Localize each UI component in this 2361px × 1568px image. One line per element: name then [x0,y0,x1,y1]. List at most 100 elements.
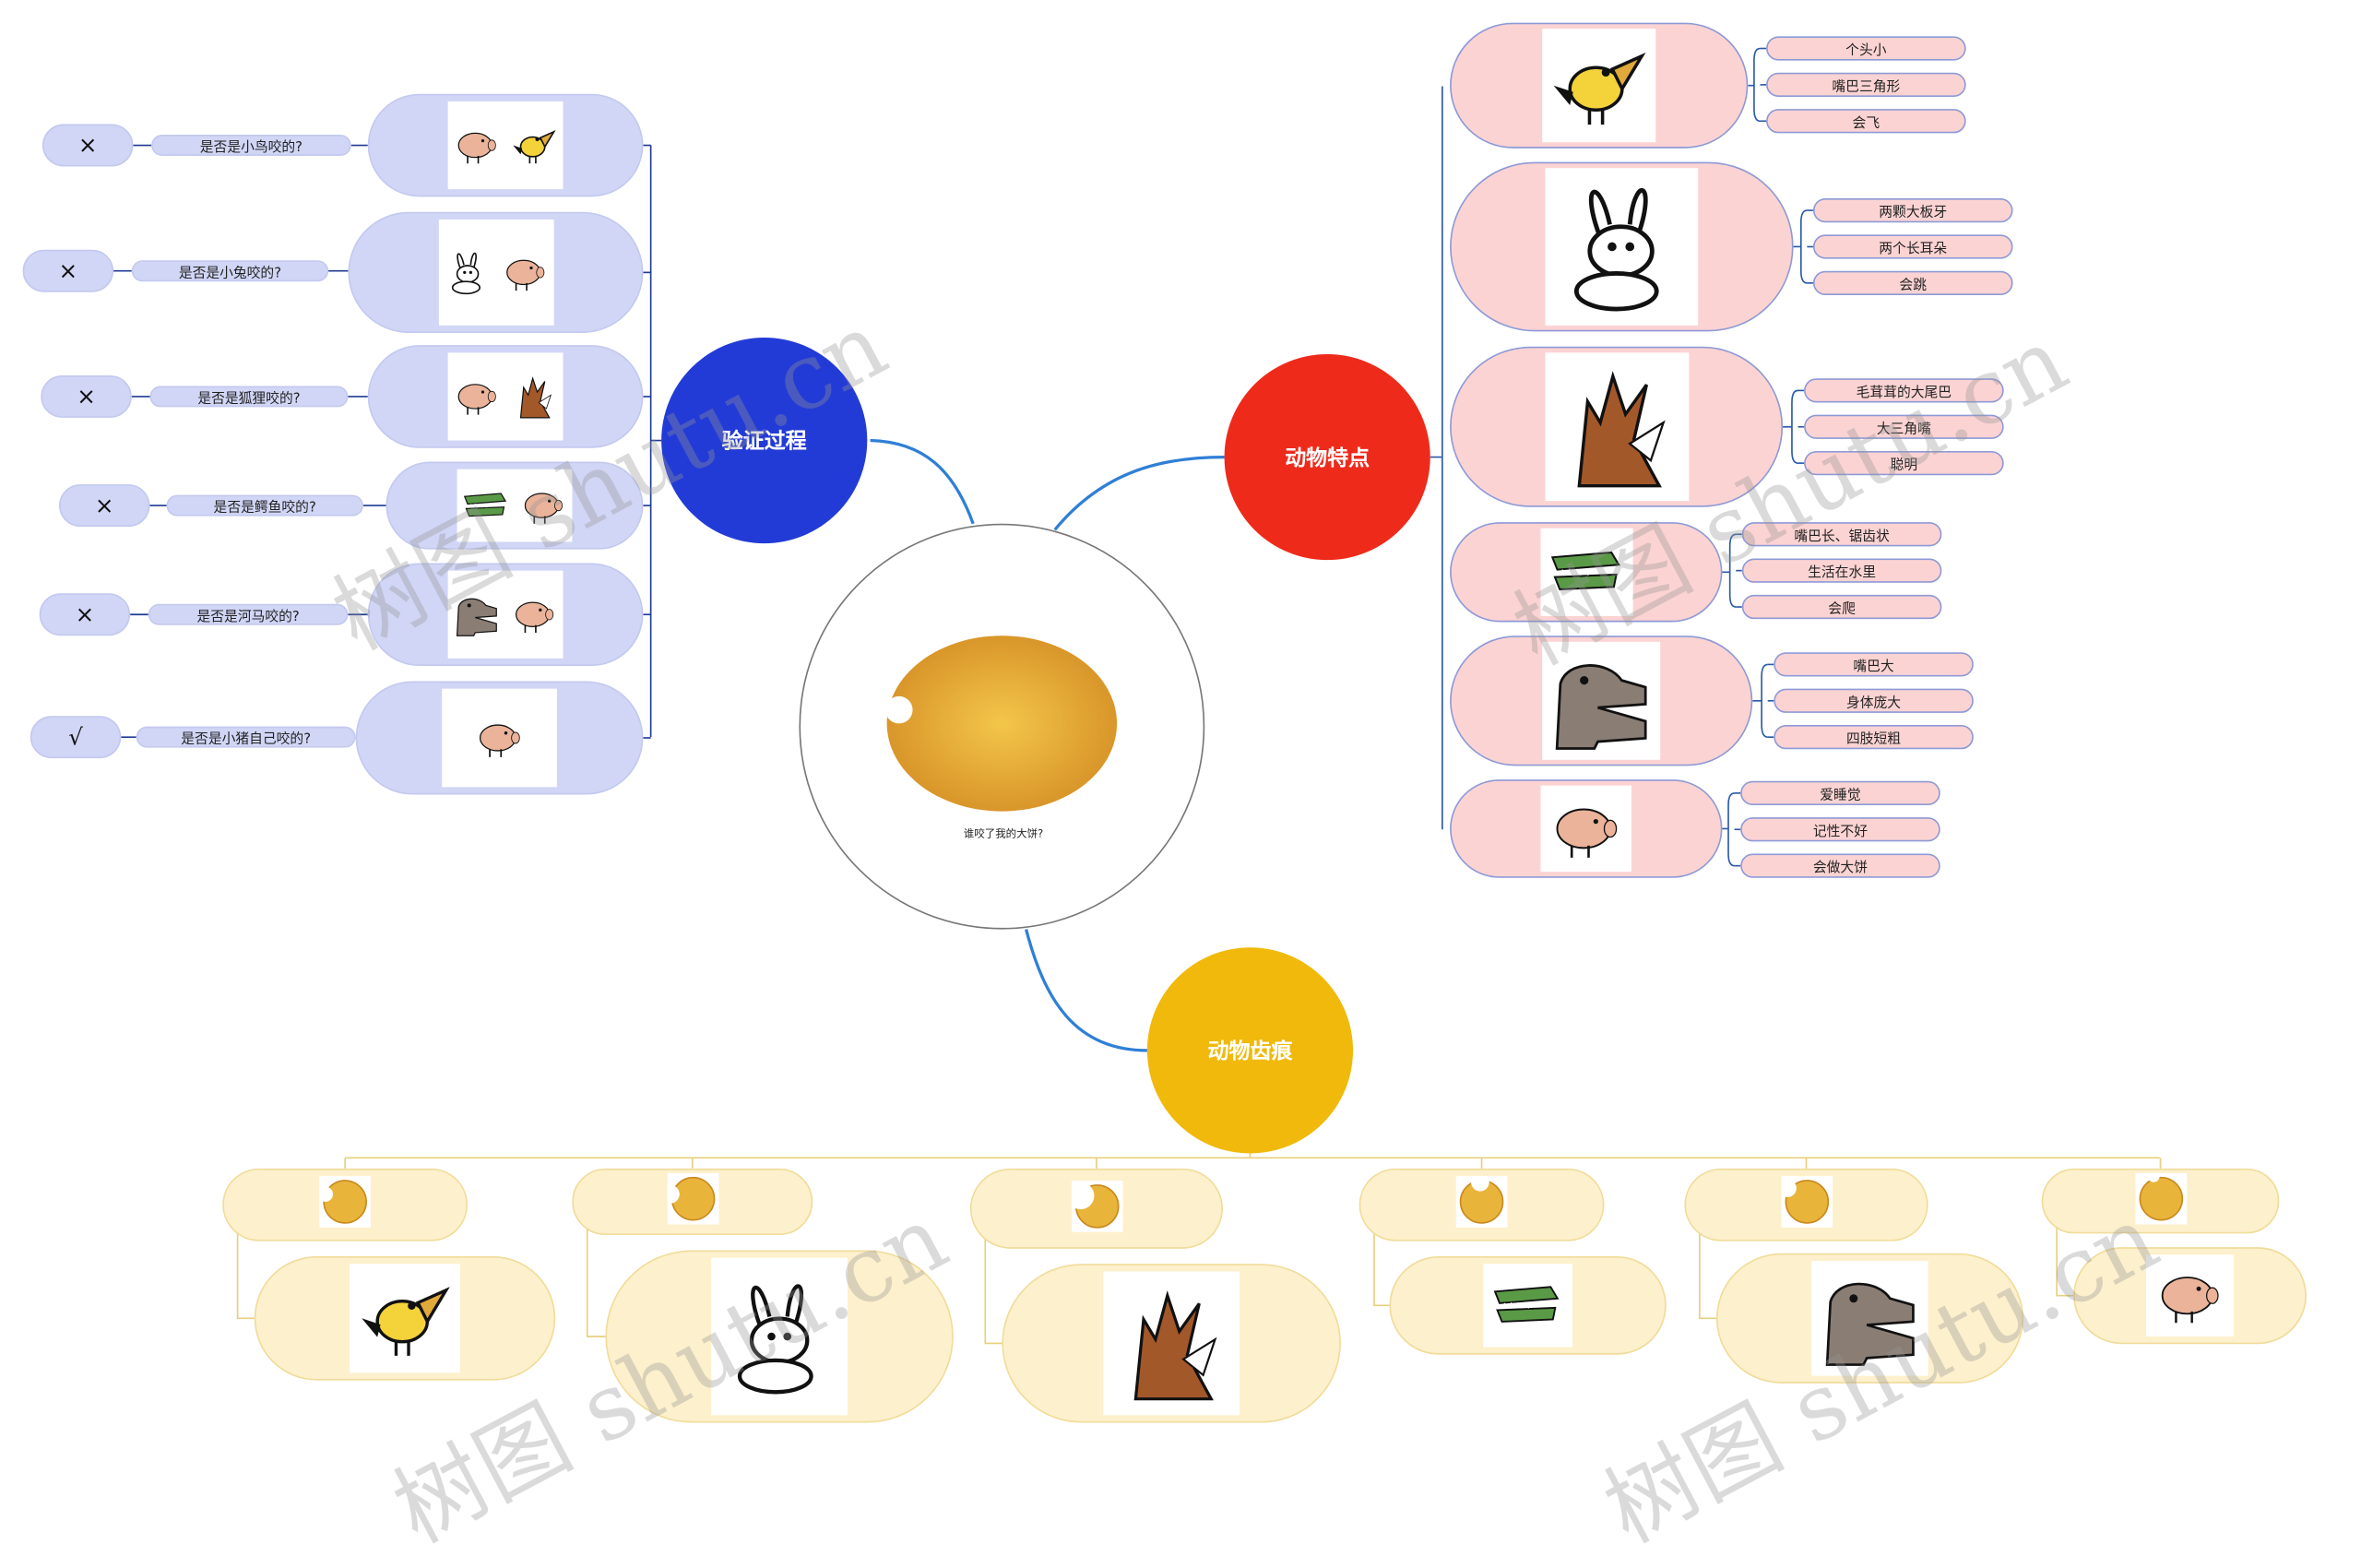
trait-label[interactable]: 嘴巴大 [1774,652,1974,677]
trait-label[interactable]: 生活在水里 [1741,558,1942,583]
verify-image [447,101,564,190]
result-mark[interactable]: × [41,374,132,418]
result-mark[interactable]: √ [30,716,122,759]
connector [1025,929,1147,1052]
fox-icon [505,353,564,439]
pig-icon [2146,1254,2234,1337]
verify-image-node[interactable] [355,681,644,795]
rabbit-icon [711,1257,848,1416]
crocodile-icon [1539,528,1632,616]
question-label[interactable]: 是否是鳄鱼咬的? [166,494,363,517]
connector [649,145,662,738]
trait-label[interactable]: 两个长耳朵 [1812,234,2013,259]
connector [1752,663,1768,738]
bite-mark-node[interactable] [572,1168,813,1236]
pig-icon [495,220,553,325]
trait-label[interactable]: 会做大饼 [1740,853,1940,878]
animal-node[interactable] [1450,346,1784,507]
bird-icon [505,102,564,188]
central-topic[interactable]: 谁咬了我的大饼? [799,523,1205,930]
question-label[interactable]: 是否是狐狸咬的? [149,386,349,408]
connector [2056,1158,2162,1297]
bite-mark-node[interactable] [222,1168,469,1241]
connector [1722,533,1737,608]
result-mark[interactable]: × [39,593,131,636]
trait-label[interactable]: 嘴巴长、锯齿状 [1741,522,1942,547]
trait-label[interactable]: 聪明 [1804,451,2004,476]
verify-image-node[interactable] [367,93,644,197]
question-label[interactable]: 是否是小鸟咬的? [151,135,351,157]
small-round-bite-icon [317,1176,372,1233]
animal-node[interactable] [1450,779,1723,878]
trait-label[interactable]: 两颗大板牙 [1812,197,2013,223]
connector [1722,792,1735,867]
animal-node[interactable] [1450,636,1753,766]
question-label[interactable]: 是否是河马咬的? [148,603,349,625]
bite-animal-node[interactable] [605,1250,954,1423]
trait-label[interactable]: 嘴巴三角形 [1766,72,1966,98]
double-notch-bite-icon [660,1172,718,1230]
bite-mark-node[interactable] [969,1168,1223,1249]
bite-animal-node[interactable] [1715,1253,2024,1384]
result-mark[interactable]: × [42,124,134,167]
tiny-round-bite-icon [2134,1169,2187,1229]
result-mark[interactable]: × [22,249,114,292]
crocodile-icon [457,470,515,540]
hippo-icon [1810,1260,1928,1376]
bite-animal-node[interactable] [254,1256,556,1381]
trait-label[interactable]: 记性不好 [1740,817,1940,842]
verify-image-node[interactable] [386,461,644,550]
result-mark[interactable]: × [58,484,150,528]
verify-image-node[interactable] [348,211,644,334]
trait-label[interactable]: 会爬 [1741,594,1942,620]
rabbit-icon [438,220,496,325]
connector [586,1158,694,1337]
hippo-icon [1542,641,1661,760]
connector [984,1158,1097,1345]
animal-node[interactable] [1450,522,1723,623]
bite-animal-node[interactable] [1389,1256,1667,1355]
trait-label[interactable]: 四肢短粗 [1774,725,1974,750]
branch-bites[interactable]: 动物齿痕 [1146,947,1354,1154]
pig-icon [469,690,530,786]
triangle-bite-icon [1066,1180,1122,1237]
trait-label[interactable]: 身体庞大 [1774,688,1974,713]
connector [1430,86,1443,830]
verify-image [442,688,557,788]
connector [870,438,975,525]
connector [1053,455,1225,531]
trait-label[interactable]: 爱睡觉 [1740,780,1940,806]
branch-verify[interactable]: 验证过程 [661,337,868,544]
bite-animal-node[interactable] [2073,1247,2307,1345]
crocodile-icon [1483,1264,1572,1348]
wide-wedge-bite-icon [1455,1172,1508,1233]
trait-label[interactable]: 大三角嘴 [1804,414,2004,439]
connector [345,1153,2160,1159]
bite-mark-node[interactable] [1358,1168,1605,1241]
rabbit-icon [1546,168,1698,326]
fox-icon [1103,1271,1240,1416]
animal-node[interactable] [1450,22,1749,148]
connector-lines [113,47,2162,1345]
connector [1748,47,1761,123]
branch-traits[interactable]: 动物特点 [1224,353,1430,561]
question-label[interactable]: 是否是小猪自己咬的? [136,726,356,748]
trait-label[interactable]: 个头小 [1766,36,1966,61]
mind-map-canvas: 谁咬了我的大饼? 验证过程 动物特点 动物齿痕 × 是否是小鸟咬的? × 是否是小兔咬… [22,22,2307,1564]
verify-image-node[interactable] [367,345,644,448]
verify-image-node[interactable] [367,563,644,667]
bite-animal-node[interactable] [1002,1264,1341,1423]
animal-node[interactable] [1450,161,1794,332]
trait-label[interactable]: 会跳 [1812,270,2013,295]
pancake-image [884,631,1120,822]
bite-mark-node[interactable] [2041,1168,2280,1234]
connector [1783,389,1798,464]
bite-mark-node[interactable] [1684,1168,1928,1241]
trait-label[interactable]: 毛茸茸的大尾巴 [1804,378,2004,403]
bird-icon [1541,29,1656,143]
big-jagged-bite-icon [1777,1176,1833,1233]
verify-image [457,469,573,542]
trait-label[interactable]: 会飞 [1766,109,1966,134]
question-label[interactable]: 是否是小兔咬的? [131,260,329,282]
pig-icon [514,470,573,540]
